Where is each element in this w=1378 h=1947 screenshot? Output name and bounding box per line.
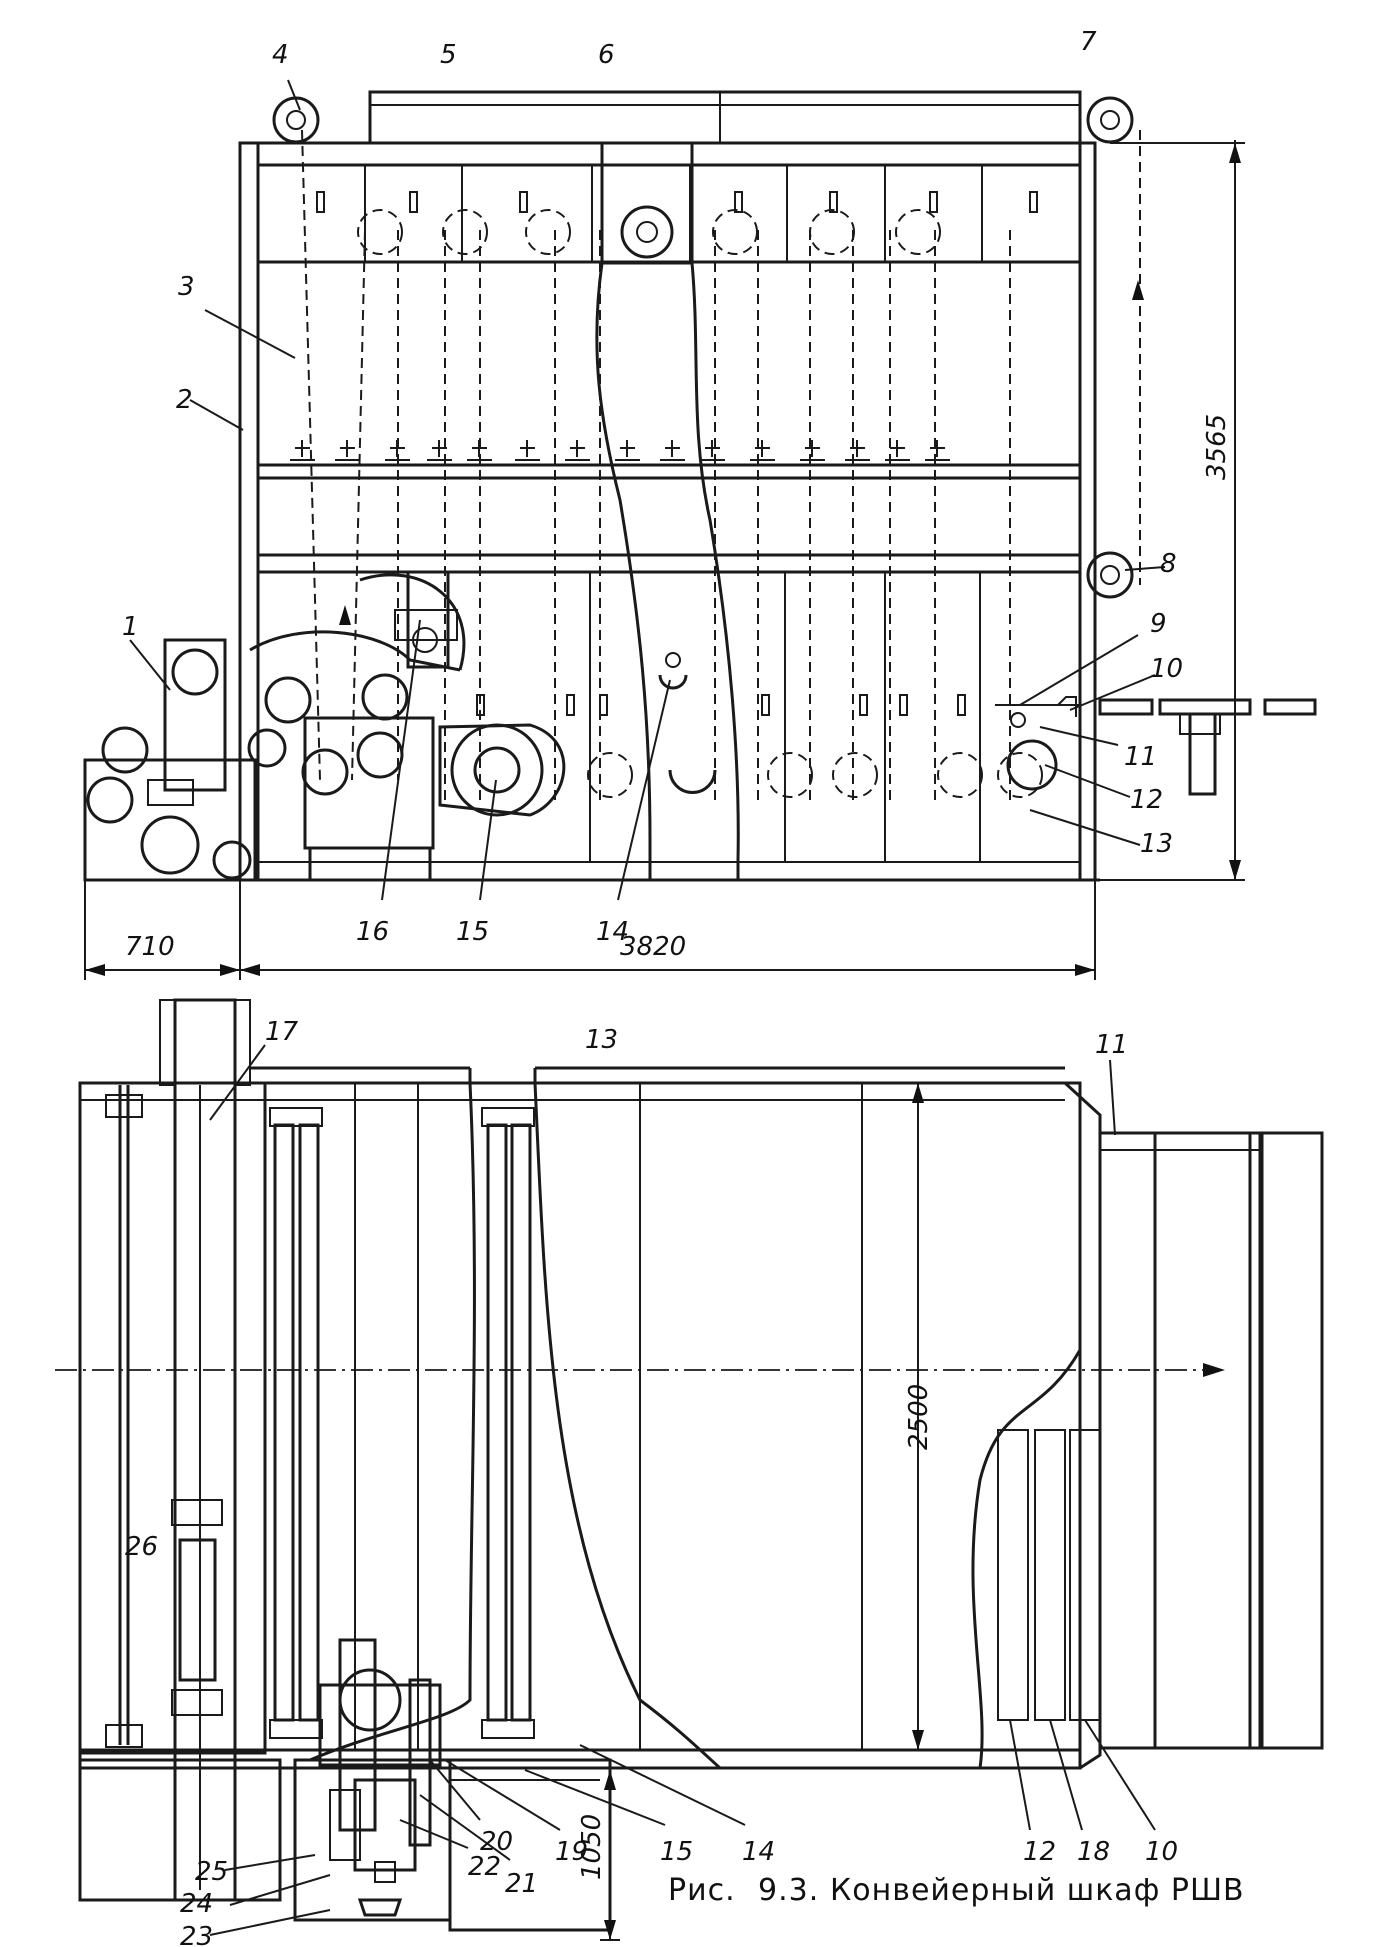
label-25: 25 bbox=[195, 1857, 228, 1887]
dim-3565: 3565 bbox=[1202, 414, 1232, 480]
label-19: 19 bbox=[555, 1837, 588, 1867]
label-11-plan: 11 bbox=[1095, 1030, 1128, 1060]
label-23: 23 bbox=[180, 1922, 213, 1947]
label-4: 4 bbox=[272, 40, 289, 70]
label-12-plan: 12 bbox=[1023, 1837, 1056, 1867]
label-21: 21 bbox=[505, 1869, 538, 1899]
label-8: 8 bbox=[1160, 549, 1177, 579]
label-13: 13 bbox=[1140, 829, 1173, 859]
dim-3820: 3820 bbox=[620, 932, 686, 962]
label-2: 2 bbox=[176, 385, 193, 415]
dim-710: 710 bbox=[125, 932, 175, 962]
label-26: 26 bbox=[125, 1532, 158, 1562]
caption-prefix: Рис. bbox=[668, 1873, 736, 1908]
label-22: 22 bbox=[468, 1852, 501, 1882]
label-10-plan: 10 bbox=[1145, 1837, 1178, 1867]
figure-caption: Рис. 9.3. Конвейерный шкаф РШВ bbox=[668, 1873, 1245, 1908]
label-10: 10 bbox=[1150, 654, 1183, 684]
label-17: 17 bbox=[265, 1017, 299, 1047]
caption-title: Конвейерный шкаф РШВ bbox=[830, 1873, 1245, 1908]
label-14-plan: 14 bbox=[742, 1837, 775, 1867]
label-24: 24 bbox=[180, 1889, 213, 1919]
plan-view-labels: 17 13 11 26 20 21 19 15 14 12 18 10 22 2… bbox=[125, 1017, 1178, 1947]
label-12: 12 bbox=[1130, 785, 1163, 815]
plan-view bbox=[55, 998, 1324, 1941]
side-view-labels: 4 5 6 7 3 2 8 9 10 11 12 13 1 16 15 14 7… bbox=[122, 27, 1232, 962]
label-15: 15 bbox=[456, 917, 489, 947]
label-3: 3 bbox=[178, 272, 195, 302]
label-18: 18 bbox=[1077, 1837, 1110, 1867]
label-13-plan: 13 bbox=[585, 1025, 618, 1055]
label-16: 16 bbox=[356, 917, 389, 947]
label-9: 9 bbox=[1150, 609, 1167, 639]
label-14: 14 bbox=[596, 917, 629, 947]
caption-number: 9.3. bbox=[758, 1873, 819, 1908]
label-7: 7 bbox=[1080, 27, 1097, 57]
side-view bbox=[83, 79, 1317, 980]
label-11: 11 bbox=[1124, 742, 1157, 772]
dim-2500: 2500 bbox=[904, 1384, 934, 1450]
label-1: 1 bbox=[122, 612, 139, 642]
label-6: 6 bbox=[598, 40, 615, 70]
label-15-plan: 15 bbox=[660, 1837, 693, 1867]
dim-1050: 1050 bbox=[577, 1814, 607, 1880]
label-5: 5 bbox=[440, 40, 457, 70]
label-20: 20 bbox=[480, 1827, 513, 1857]
